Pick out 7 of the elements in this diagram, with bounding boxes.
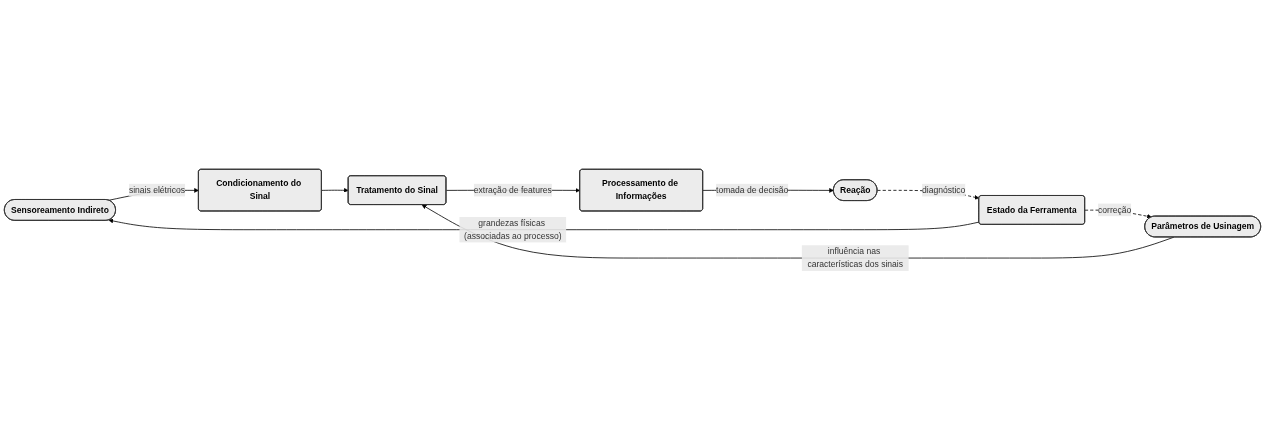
edge-label: extração de features [473,185,552,195]
edge-label: influência nas características dos sinais [807,247,904,270]
edge-label: diagnóstico [922,185,966,195]
edge-label: sinais elétricos [128,185,186,195]
edge-label: tomada de decisão [716,185,789,195]
edge-label: correção [1098,205,1132,215]
edge-label: grandezas físicas (associadas ao processo) [464,218,562,241]
